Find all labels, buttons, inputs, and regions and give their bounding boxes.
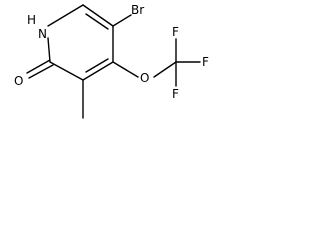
- atom-label-nh-h: H: [27, 13, 36, 27]
- bond-c5-bromine: [112, 14, 132, 27]
- bond-c4-c3-inner: [85, 58, 109, 73]
- atom-labels: H N O Br O F F F: [14, 3, 209, 101]
- bond-c4-c3: [82, 61, 114, 81]
- atom-label-bromine: Br: [131, 3, 144, 17]
- bond-n1-c6: [47, 4, 84, 27]
- bond-c6-c5: [82, 4, 114, 27]
- atom-label-carbonyl-o: O: [14, 74, 23, 88]
- atom-label-fluorine-right: F: [202, 55, 209, 69]
- bond-c4-ether-o: [112, 61, 139, 78]
- atom-label-ether-o: O: [140, 71, 149, 85]
- bond-c3-c2: [49, 61, 84, 81]
- substituent-bonds: [26, 14, 201, 119]
- bond-ether-o-cf3: [153, 61, 177, 78]
- atom-label-fluorine-bottom: F: [172, 87, 179, 101]
- chemical-structure-diagram: H N O Br O F F F: [14, 3, 209, 119]
- atom-label-nh-n: N: [38, 27, 47, 41]
- bond-c2-carbonyl-o-b: [28, 64, 54, 79]
- pyridinone-ring-bonds: [47, 4, 114, 81]
- bond-c2-carbonyl-o-a: [26, 59, 51, 74]
- atom-label-fluorine-top: F: [172, 25, 179, 39]
- bond-c2-n1: [47, 37, 51, 63]
- bond-c6-c5-inner: [85, 13, 109, 30]
